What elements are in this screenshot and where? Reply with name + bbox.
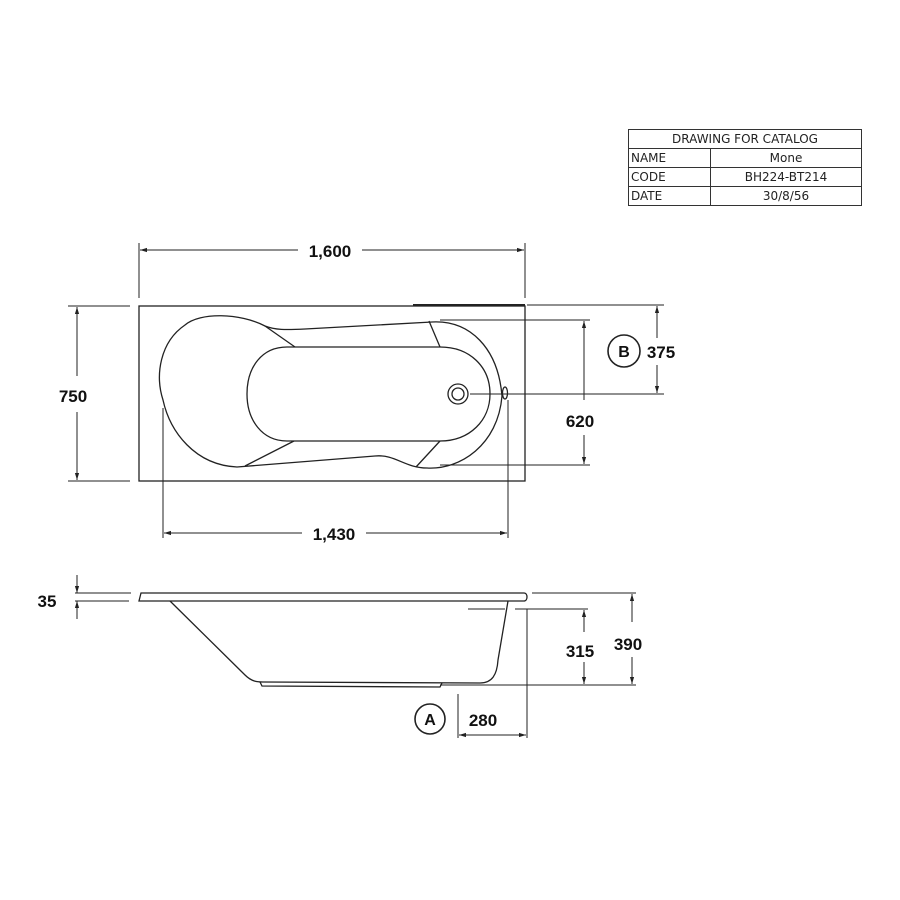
drain-inner-icon [451, 387, 465, 401]
contour-line [244, 440, 295, 467]
dim-rim-thickness: 35 [38, 592, 57, 611]
callout-a-label: A [424, 712, 436, 729]
basin-floor-outline [246, 346, 491, 442]
side-view: 35 315 390 280 A [38, 575, 642, 738]
dim-inner-length: 1,430 [313, 525, 356, 544]
bathtub-outline [138, 305, 526, 482]
callout-a-circle [414, 703, 446, 735]
title-block: DRAWING FOR CATALOG NAME Mone CODE BH224… [628, 129, 862, 206]
dim-inner-depth: 315 [566, 642, 594, 661]
date-value: 30/8/56 [710, 186, 862, 206]
basin-outline [158, 315, 503, 469]
contour-line [428, 320, 441, 348]
dim-drain-distance: 280 [469, 711, 497, 730]
dim-overall-length: 1,600 [309, 242, 352, 261]
date-label: DATE [628, 186, 711, 206]
tub-body-outline [169, 600, 509, 684]
overflow-icon [501, 386, 509, 400]
code-value: BH224-BT214 [710, 167, 862, 187]
dim-drain-offset: 375 [647, 343, 675, 362]
contour-line [264, 325, 296, 348]
dim-overall-width: 750 [59, 387, 87, 406]
callout-b-label: B [618, 344, 630, 361]
drain-icon [447, 383, 469, 405]
dim-overall-height: 390 [614, 635, 642, 654]
callout-b-circle [607, 334, 641, 368]
dim-inner-width: 620 [566, 412, 594, 431]
contour-line [415, 440, 441, 468]
plan-view: 1,600 750 1,430 620 B 375 [59, 242, 675, 544]
rim-outline [138, 592, 528, 602]
